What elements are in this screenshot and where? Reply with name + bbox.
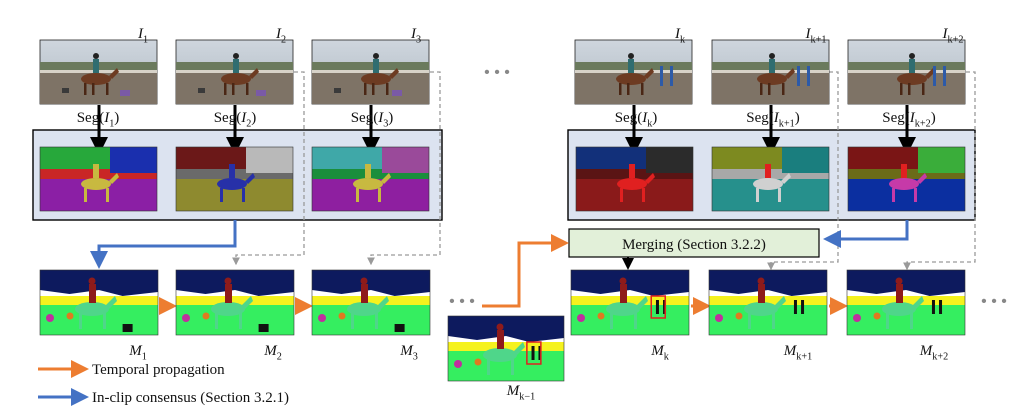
frame-label-I3: I3 xyxy=(410,26,421,46)
segmentation-maps xyxy=(39,146,966,212)
skip-arrow-k2 xyxy=(903,71,976,271)
skip-arrow-k1 xyxy=(767,71,839,271)
mask-label-Mk2: Mk+2 xyxy=(919,343,948,363)
consensus-arrow-right xyxy=(823,220,909,248)
ellipsis-bottom-right: • • • xyxy=(981,293,1007,310)
legend-temporal-label: Temporal propagation xyxy=(92,362,225,378)
mask-M3 xyxy=(311,269,431,336)
mask-label-M2: M2 xyxy=(263,343,282,363)
frame-I2 xyxy=(175,39,294,105)
mask-label-Mk-1: Mk−1 xyxy=(506,383,535,403)
seg-map-I2 xyxy=(175,146,294,212)
frame-label-Ik2: Ik+2 xyxy=(942,26,964,46)
legend-consensus-label: In-clip consensus (Section 3.2.1) xyxy=(92,390,289,406)
mask-Mk-1 xyxy=(447,315,565,382)
seg-label-Ik: Seg(Ik) xyxy=(615,110,658,130)
frame-Ik1 xyxy=(711,39,830,105)
temporal-arrow-to-merge xyxy=(482,234,569,308)
seg-map-Ik2 xyxy=(847,146,966,212)
skip-connections xyxy=(232,71,976,271)
mask-label-Mk: Mk xyxy=(650,343,670,363)
mask-label-M3: M3 xyxy=(399,343,418,363)
mask-Mk2 xyxy=(846,269,966,336)
highlight-box xyxy=(526,341,542,365)
frame-Ik2 xyxy=(847,39,966,105)
frame-label-Ik: Ik xyxy=(674,26,686,46)
highlight-box xyxy=(650,295,666,319)
skip-arrow-3 xyxy=(367,71,441,266)
seg-map-I3 xyxy=(311,146,430,212)
frame-label-I2: I2 xyxy=(275,26,286,46)
seg-label-I3: Seg(I3) xyxy=(351,110,394,130)
mask-M1 xyxy=(39,269,159,336)
consensus-arrow-left xyxy=(90,220,237,269)
mask-Mk xyxy=(570,269,690,336)
mask-label-Mk1: Mk+1 xyxy=(783,343,812,363)
seg-map-I1 xyxy=(39,146,158,212)
mask-label-M1: M1 xyxy=(128,343,147,363)
mask-Mk1 xyxy=(708,269,828,336)
seg-label-I1: Seg(I1) xyxy=(77,110,120,130)
skip-arrow-2 xyxy=(232,71,305,266)
seg-label-Ik2: Seg(Ik+2) xyxy=(882,110,935,130)
temporal-arrows xyxy=(159,234,848,315)
mask-M2 xyxy=(175,269,295,336)
frame-Ik xyxy=(574,39,693,105)
seg-arrows xyxy=(90,105,916,270)
output-masks xyxy=(39,269,966,382)
frame-label-Ik1: Ik+1 xyxy=(805,26,827,46)
merging-box xyxy=(568,228,820,258)
input-frames xyxy=(39,39,966,105)
frame-I3 xyxy=(311,39,430,105)
frame-I1 xyxy=(39,39,158,105)
seg-map-Ik xyxy=(575,146,694,212)
seg-label-Ik1: Seg(Ik+1) xyxy=(746,110,799,130)
legend: Temporal propagation In-clip consensus (… xyxy=(38,360,289,406)
ellipsis-bottom-left: • • • xyxy=(449,293,475,310)
merging-label: Merging (Section 3.2.2) xyxy=(622,237,766,253)
ellipsis-top: • • • xyxy=(484,64,510,81)
frame-label-I1: I1 xyxy=(137,26,148,46)
consensus-arrows xyxy=(90,220,909,269)
seg-map-Ik1 xyxy=(711,146,830,212)
seg-label-I2: Seg(I2) xyxy=(214,110,257,130)
